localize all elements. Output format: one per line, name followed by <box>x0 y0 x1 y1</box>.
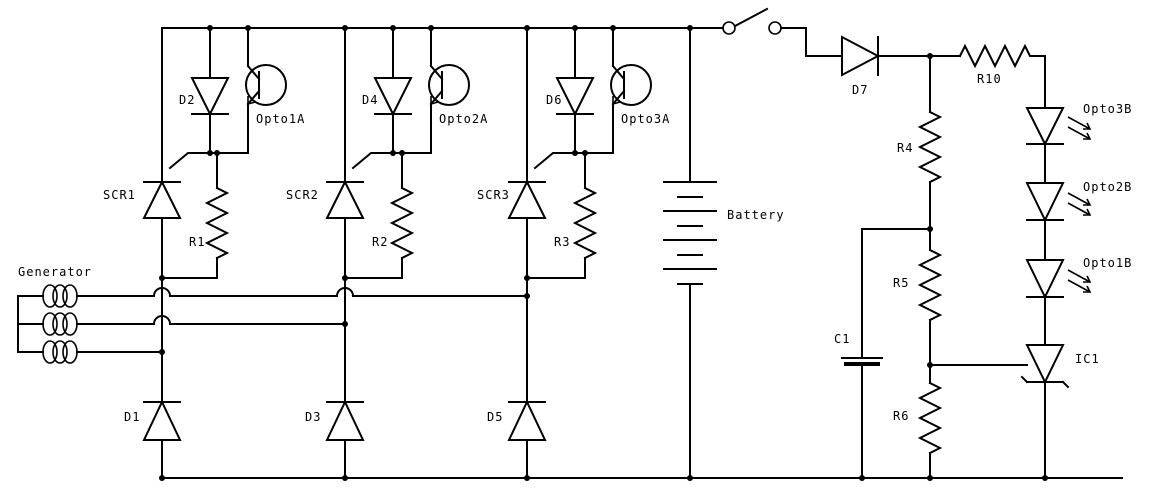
r1-resistor <box>204 186 230 260</box>
r10-resistor <box>958 43 1046 109</box>
voltage-divider <box>861 55 1028 481</box>
label-opto1b: Opto1B <box>1083 256 1132 270</box>
scr2-thyristor <box>325 152 394 219</box>
c1-capacitor <box>841 228 883 481</box>
opto1a-phototransistor <box>245 27 287 154</box>
d7-diode <box>841 35 961 77</box>
d4-diode <box>373 77 413 117</box>
r2-resistor <box>389 186 415 260</box>
label-opto2a: Opto2A <box>439 112 488 126</box>
r3-resistor <box>572 186 598 260</box>
r4-resistor <box>917 110 943 184</box>
label-battery: Battery <box>727 208 785 222</box>
phase-wires <box>76 287 528 353</box>
phase-column-1 <box>142 25 287 481</box>
opto3b-led <box>1025 107 1091 147</box>
ic1-shunt-regulator <box>1020 344 1070 389</box>
label-c1: C1 <box>834 332 850 346</box>
label-opto3a: Opto3A <box>621 112 670 126</box>
label-opto3b: Opto3B <box>1083 102 1132 116</box>
label-scr1: SCR1 <box>103 188 136 202</box>
label-opto1a: Opto1A <box>256 112 305 126</box>
label-r3: R3 <box>554 235 570 249</box>
label-d4: D4 <box>362 93 378 107</box>
main-switch <box>722 7 843 57</box>
label-d1: D1 <box>124 410 140 424</box>
label-d5: D5 <box>487 410 503 424</box>
label-d6: D6 <box>546 93 562 107</box>
phase-column-2 <box>325 25 470 481</box>
d1-diode <box>142 399 182 441</box>
d2-diode <box>190 77 230 117</box>
opto3a-phototransistor <box>610 27 652 154</box>
label-generator: Generator <box>18 265 92 279</box>
label-r6: R6 <box>893 409 909 423</box>
r6-resistor <box>917 381 943 455</box>
label-scr2: SCR2 <box>286 188 319 202</box>
label-scr3: SCR3 <box>477 188 510 202</box>
label-d2: D2 <box>179 93 195 107</box>
scr1-thyristor <box>142 152 211 219</box>
label-opto2b: Opto2B <box>1083 180 1132 194</box>
phase-column-3 <box>507 25 652 481</box>
label-ic1: IC1 <box>1075 352 1100 366</box>
opto2a-phototransistor <box>428 27 470 154</box>
label-d3: D3 <box>305 410 321 424</box>
led-chain <box>1020 107 1091 481</box>
opto2b-led <box>1025 182 1091 223</box>
label-r2: R2 <box>372 235 388 249</box>
d5-diode <box>507 399 547 441</box>
generator-coils <box>17 284 78 364</box>
label-r1: R1 <box>189 235 205 249</box>
battery <box>663 25 717 481</box>
label-r10: R10 <box>977 72 1002 86</box>
label-r4: R4 <box>897 141 913 155</box>
r5-resistor <box>917 248 943 322</box>
d3-diode <box>325 399 365 441</box>
scr3-thyristor <box>507 152 576 219</box>
label-d7: D7 <box>852 83 868 97</box>
opto1b-led <box>1025 259 1091 300</box>
label-r5: R5 <box>893 276 909 290</box>
